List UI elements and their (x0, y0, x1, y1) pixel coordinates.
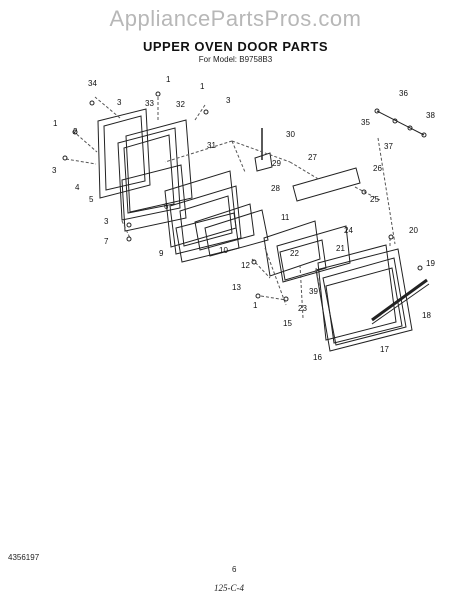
screw-part (72, 129, 78, 135)
callout-3c: 3 (52, 166, 57, 175)
callout-20: 20 (409, 226, 418, 235)
callout-15: 15 (283, 319, 292, 328)
callout-21: 21 (336, 244, 345, 253)
screw-part (361, 189, 367, 195)
callout-12: 12 (241, 261, 250, 270)
callout-38: 38 (426, 111, 435, 120)
door-front-trim (325, 267, 403, 344)
screw-part (251, 259, 257, 265)
door-shield-22 (279, 239, 327, 281)
callout-26: 26 (373, 164, 382, 173)
screw-part (89, 100, 95, 106)
screw-part (155, 91, 161, 97)
callout-25: 25 (370, 195, 379, 204)
callout-6: 6 (164, 202, 169, 211)
screw-36 (374, 108, 380, 114)
door-panel-6-inner (179, 195, 233, 247)
callout-18: 18 (422, 311, 431, 320)
callout-31: 31 (207, 141, 216, 150)
callout-16: 16 (313, 353, 322, 362)
callout-19: 19 (426, 259, 435, 268)
callout-34: 34 (88, 79, 97, 88)
door-liner-33-inner (123, 134, 175, 214)
page-title: UPPER OVEN DOOR PARTS (142, 39, 329, 54)
callout-35: 35 (361, 118, 370, 127)
callout-28: 28 (271, 184, 280, 193)
callout-36: 36 (399, 89, 408, 98)
callout-39: 39 (309, 287, 318, 296)
door-glass-28 (194, 203, 255, 251)
callout-27: 27 (308, 153, 317, 162)
callout-17: 17 (380, 345, 389, 354)
footer-code: 125-C-4 (214, 583, 244, 593)
callout-29: 29 (272, 159, 281, 168)
footer-part-number: 4356197 (8, 553, 40, 562)
callout-1d: 1 (253, 301, 258, 310)
screw-part (126, 236, 132, 242)
door-outer-frame (97, 108, 151, 199)
screw-part (388, 234, 394, 240)
callout-24: 24 (344, 226, 353, 235)
door-glass-10 (204, 209, 269, 257)
screw-part (255, 293, 261, 299)
door-frame-5 (121, 164, 187, 232)
callout-22: 22 (290, 249, 299, 258)
door-panel-6 (169, 185, 242, 255)
callout-1b: 1 (200, 82, 205, 91)
model-line: For Model: B9758B3 (0, 55, 471, 64)
door-frame-32 (125, 119, 193, 213)
model-prefix: For Model: (198, 55, 238, 64)
screw-35 (392, 118, 398, 124)
callout-33: 33 (145, 99, 154, 108)
callout-10: 10 (219, 246, 228, 255)
callout-3b: 3 (226, 96, 231, 105)
hinge-screw-line (376, 110, 425, 136)
door-hinge-plate-27 (292, 167, 361, 202)
callout-1a: 1 (166, 75, 171, 84)
screw-part (283, 296, 289, 302)
screw-part (203, 109, 209, 115)
callout-labels: 34 3 33 32 1 1 3 30 1 2 3 4 5 31 29 6 28… (52, 75, 435, 362)
door-handle (371, 278, 428, 322)
screw-37 (407, 125, 413, 131)
door-front-panel-inner (322, 257, 407, 346)
callout-23: 23 (298, 304, 307, 313)
callout-5: 5 (89, 195, 94, 204)
door-front-panel (315, 248, 413, 352)
watermark-logo: AppliancePartsPros.com (109, 6, 362, 31)
screw-part (62, 155, 68, 161)
callout-9: 9 (159, 249, 164, 258)
door-bracket-11 (263, 220, 321, 277)
door-handle-edge (371, 283, 430, 325)
screw-part (417, 265, 423, 271)
callout-7: 7 (104, 237, 109, 246)
door-glass-24 (276, 225, 351, 283)
callout-30: 30 (286, 130, 295, 139)
callout-3a: 3 (117, 98, 122, 107)
callout-4: 4 (75, 183, 80, 192)
door-liner-33 (117, 127, 181, 221)
screw-part (126, 222, 132, 228)
callout-13: 13 (232, 283, 241, 292)
model-number: B9758B3 (239, 55, 273, 64)
callout-1c: 1 (53, 119, 58, 128)
callout-11: 11 (281, 213, 290, 222)
screw-38 (421, 132, 427, 138)
door-spring-base (254, 152, 273, 172)
footer-page-number: 6 (232, 565, 237, 574)
callout-37: 37 (384, 142, 393, 151)
callout-3d: 3 (104, 217, 109, 226)
door-outer-frame-inner (103, 115, 146, 191)
callout-2: 2 (73, 127, 78, 136)
callout-32: 32 (176, 100, 185, 109)
